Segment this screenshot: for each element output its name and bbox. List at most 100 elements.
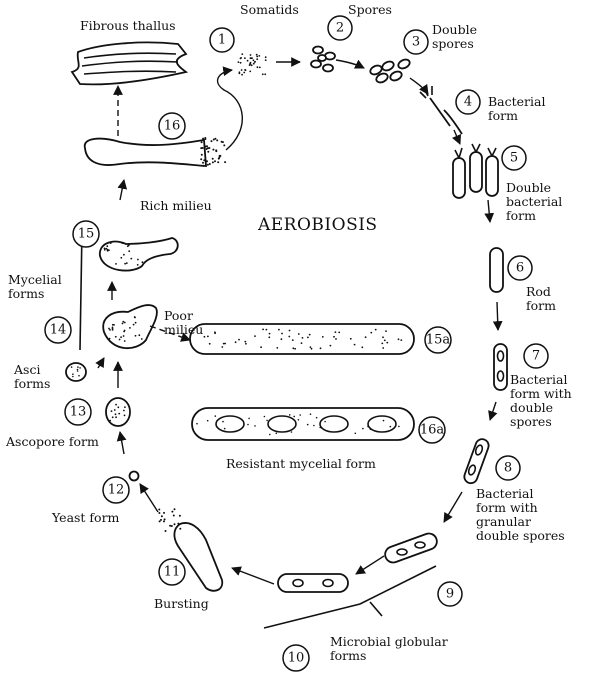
granule-dot [204, 145, 207, 148]
granule-dot [216, 139, 219, 142]
granule-dot [163, 518, 166, 521]
stage-7-label-line: double [510, 400, 553, 415]
stage-12-label: Yeast form [51, 510, 120, 525]
granule-dot [321, 336, 324, 338]
granule-dot [123, 409, 125, 412]
granule-dot [108, 337, 111, 340]
stage-3-number-circle: 3 [403, 29, 429, 55]
granule-dot [129, 327, 131, 329]
granule-dot [123, 414, 126, 417]
granule-dot [109, 329, 111, 331]
granule-dot [78, 374, 80, 377]
stage-16-number-circle: 16 [158, 112, 186, 140]
stage-15a-mycelium-shape [189, 323, 415, 355]
stage-15-number-circle: 15 [72, 220, 100, 248]
granule-dot [246, 59, 249, 62]
stage-number: 3 [412, 35, 420, 50]
granule-dot [288, 329, 291, 332]
number-circle-outline [72, 220, 100, 248]
granule-dot [76, 368, 79, 371]
granule-dot [254, 335, 256, 337]
stage-11-label: Bursting [154, 596, 209, 611]
granule-dot [256, 58, 259, 61]
cycle-arrows [79, 57, 503, 629]
number-circle-outline [158, 558, 186, 586]
granule-dot [210, 140, 213, 143]
stage-13-label-line: Ascopore form [5, 434, 99, 449]
stage-7-label-line: form with [510, 386, 572, 401]
granule-dot [126, 245, 129, 248]
granule-dot [288, 335, 291, 338]
stage-6-label-line: form [526, 298, 556, 313]
granule-dot [249, 70, 252, 73]
granule-dot [207, 147, 209, 150]
granule-dot [163, 511, 165, 514]
stage-16a-label-line: Resistant mycelial form [226, 456, 376, 471]
granule-dot [79, 367, 81, 369]
granule-dot [214, 137, 217, 140]
granule-dot [114, 413, 117, 416]
granule-dot [220, 140, 223, 143]
stage-number: 15a [426, 333, 451, 348]
granule-dot [202, 164, 205, 167]
granule-dot [108, 327, 110, 330]
granule-dot [370, 331, 373, 334]
stage-14-label-line: Mycelial [8, 272, 62, 287]
granule-dot [214, 160, 216, 163]
granule-dot [338, 331, 341, 334]
number-circle-outline [209, 27, 235, 53]
granule-dot [127, 243, 130, 246]
asci-forms-shape [65, 362, 87, 382]
stage-number: 4 [464, 95, 472, 110]
granule-dot [313, 424, 315, 427]
bursting-shape [158, 508, 224, 592]
stage-13-label: Ascopore form [5, 434, 99, 449]
granule-dot [268, 332, 271, 335]
granule-dot [169, 524, 172, 527]
granule-dot [111, 416, 114, 419]
granule-dot [319, 426, 322, 429]
stage-14-number-circle: 14 [44, 316, 72, 344]
stage-8-label-line: granular [476, 514, 531, 529]
stage-number: 13 [70, 405, 87, 420]
granule-dot [215, 150, 218, 153]
granule-dot [334, 331, 337, 333]
granule-dot [398, 425, 400, 428]
rich-milieu-label: Rich milieu [140, 198, 212, 213]
asci-forms-label-line: Asci [13, 362, 40, 377]
granule-dot [374, 328, 377, 331]
granule-dot [218, 156, 221, 159]
stage-3-label-line: Double [432, 22, 477, 37]
granule-dot [196, 422, 198, 425]
asci-forms-label-line: forms [14, 376, 50, 391]
stage-13-number-circle: 13 [64, 398, 92, 426]
granule-dot [369, 428, 372, 431]
granule-dot [385, 330, 387, 332]
stage-1-label: Somatids [240, 2, 299, 17]
number-circle-outline [507, 255, 533, 281]
granule-dot [269, 433, 271, 436]
granule-dot [382, 419, 385, 422]
number-circle-outline [437, 581, 463, 607]
granule-dot [111, 327, 114, 330]
number-circle-outline [158, 112, 186, 140]
stage-8-number-circle: 8 [495, 455, 521, 481]
granule-dot [124, 262, 126, 265]
granule-dot [178, 514, 181, 517]
granule-dot [249, 54, 252, 56]
granule-dot [247, 423, 249, 426]
stage-7-label-line: Bacterial [510, 372, 567, 387]
granule-dot [163, 520, 165, 523]
granule-dot [292, 347, 295, 350]
granule-dot [244, 340, 247, 343]
granule-dot [173, 523, 176, 526]
granule-dot [309, 413, 312, 416]
stage-5-label-line: Double [506, 180, 551, 195]
stage-number: 6 [516, 261, 524, 276]
granule-dot [308, 333, 311, 336]
granule-dot [211, 157, 214, 160]
